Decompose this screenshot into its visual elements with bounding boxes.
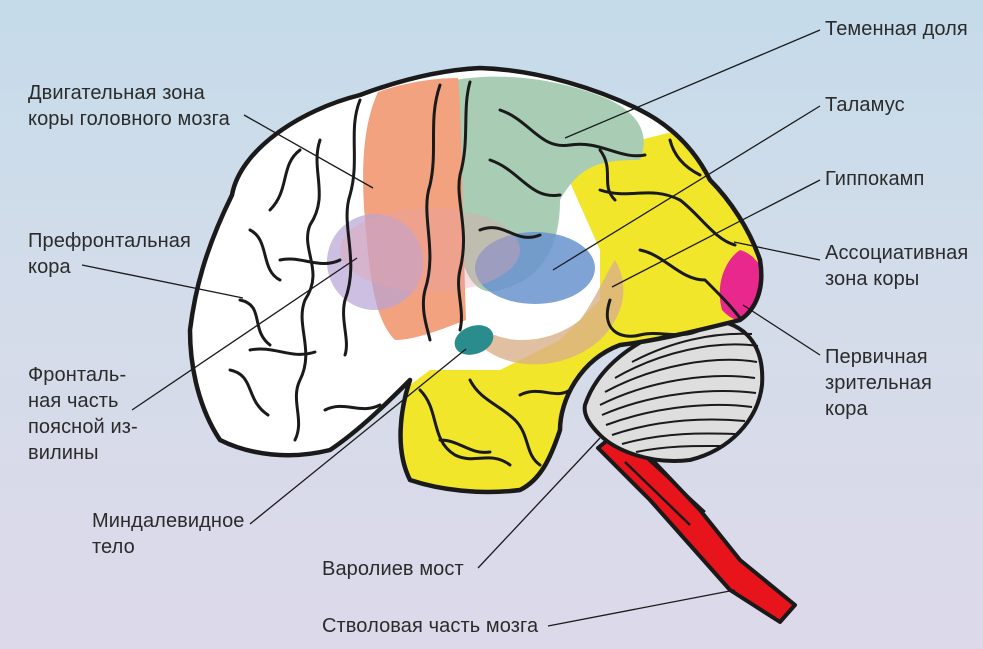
leader-hippocampus — [611, 179, 821, 288]
leader-pons — [477, 437, 601, 569]
hippocampus-region — [475, 260, 624, 365]
leader-visual-cortex — [742, 304, 821, 356]
label-brainstem: Стволовая часть мозга — [322, 615, 539, 637]
prefrontal-overlay — [327, 214, 423, 310]
leader-prefrontal — [81, 264, 244, 299]
label-motor-cortex: Двигательная зона коры головного мозга — [28, 82, 230, 130]
label-amygdala: Миндалевидное тело — [92, 510, 245, 558]
brainstem-grooves — [624, 451, 706, 526]
leader-association-cortex — [733, 241, 821, 261]
cerebellum-folia — [599, 332, 759, 453]
leader-brainstem — [547, 589, 736, 627]
amygdala-region — [454, 325, 494, 355]
leader-amygdala — [249, 348, 467, 525]
label-thalamus: Таламус — [825, 94, 905, 116]
label-pons: Варолиев мост — [322, 558, 464, 580]
thalamus-region — [475, 232, 595, 304]
leader-thalamus — [552, 105, 821, 271]
leader-cingulate — [131, 257, 358, 411]
label-primary-visual-cortex: Первичная зрительная кора — [825, 346, 932, 420]
label-hippocampus: Гиппокамп — [825, 168, 925, 190]
leader-lines — [81, 29, 821, 627]
label-parietal-lobe: Теменная доля — [825, 18, 968, 40]
cerebrum-outline-stroke — [187, 65, 764, 495]
leader-parietal-lobe — [564, 29, 821, 139]
brain-gyri — [228, 80, 742, 467]
parietal-lobe-region — [449, 76, 644, 292]
label-prefrontal-cortex: Префронтальная кора — [28, 230, 191, 278]
association-cortex-region — [390, 130, 762, 492]
label-association-cortex: Ассоциативная зона коры — [825, 242, 969, 290]
label-anterior-cingulate: Фронталь- ная часть поясной из- вилины — [28, 364, 138, 464]
leader-motor-cortex — [243, 114, 374, 189]
